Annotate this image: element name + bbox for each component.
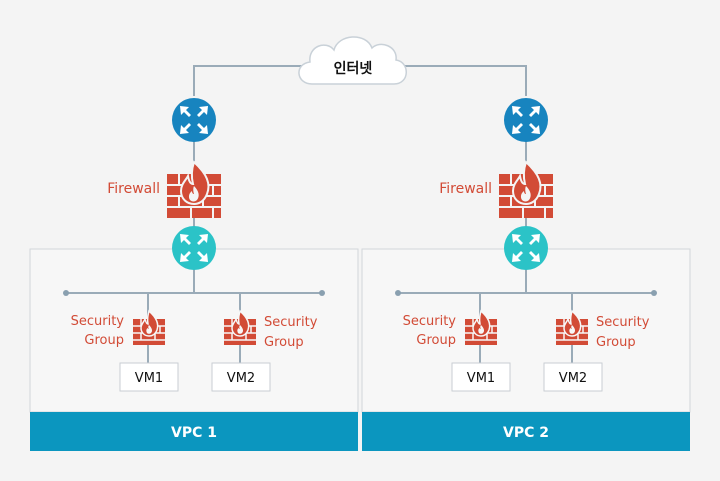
internet-label: 인터넷 <box>334 60 373 77</box>
firewall-label: Firewall <box>439 181 492 197</box>
security-group-label-2: Group <box>416 333 456 348</box>
vpc-band <box>362 412 690 451</box>
router-icon <box>172 98 216 142</box>
firewall-icon <box>499 160 553 218</box>
security-group-label-2: Group <box>596 335 636 350</box>
security-group-icon <box>465 309 497 345</box>
firewall-icon <box>167 160 221 218</box>
vm-box <box>119 362 179 392</box>
security-group-label-2: Group <box>264 335 304 350</box>
vm-label: VM1 <box>135 371 163 386</box>
firewall-label: Firewall <box>107 181 160 197</box>
vpc-router-icon <box>504 226 548 270</box>
vm-label: VM1 <box>467 371 495 386</box>
vpc-band <box>30 412 358 451</box>
security-group-label: Security <box>71 314 125 329</box>
vm-box <box>451 362 511 392</box>
security-group-icon <box>133 309 165 345</box>
security-group-label-2: Group <box>84 333 124 348</box>
vpc-label: VPC 2 <box>503 425 549 441</box>
internet-links <box>193 65 527 96</box>
internet-cloud: 인터넷 <box>298 36 407 85</box>
vpc-label: VPC 1 <box>171 425 217 441</box>
vpc-router-icon <box>172 226 216 270</box>
security-group-icon <box>556 309 588 345</box>
vm-box <box>543 362 603 392</box>
vpc-column-2: Firewall VPC 2 <box>361 98 691 451</box>
security-group-label: Security <box>596 315 650 330</box>
vm-label: VM2 <box>227 371 255 386</box>
security-group-label: Security <box>264 315 318 330</box>
vpc-column-1: Firewall VPC 1 <box>29 98 359 451</box>
cloud-icon <box>298 36 407 85</box>
security-group-icon <box>224 309 256 345</box>
vm-label: VM2 <box>559 371 587 386</box>
security-group-label: Security <box>403 314 457 329</box>
router-icon <box>504 98 548 142</box>
vm-box <box>211 362 271 392</box>
